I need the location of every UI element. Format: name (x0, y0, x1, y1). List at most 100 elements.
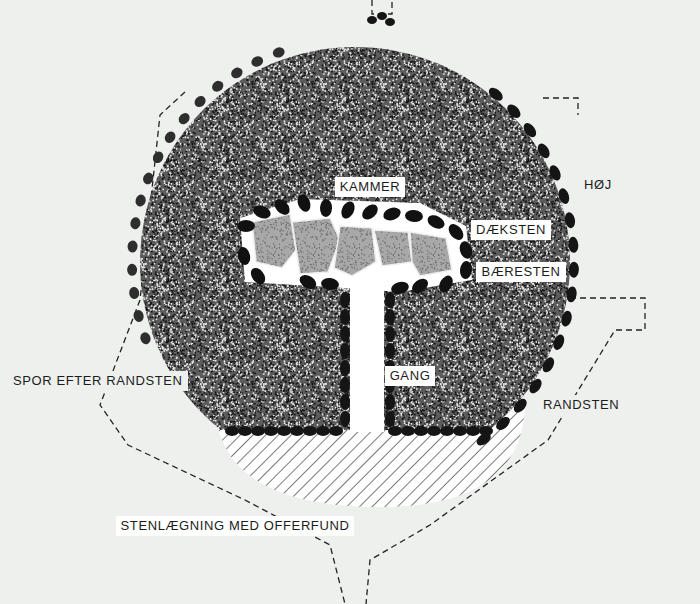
part-label: BÆRESTEN (476, 262, 565, 282)
stone (377, 12, 387, 20)
stone (458, 240, 475, 261)
stone (192, 94, 208, 110)
stone (238, 426, 252, 436)
stone (134, 193, 147, 207)
stone (295, 192, 313, 213)
stone (251, 426, 265, 436)
stone (390, 280, 410, 296)
stone (479, 426, 493, 436)
stone (436, 273, 455, 295)
stone (505, 102, 523, 120)
part-label: GANG (385, 366, 436, 386)
stone (251, 203, 272, 221)
stones (127, 12, 579, 448)
stone (248, 265, 268, 287)
stone (405, 209, 424, 222)
stone (440, 426, 454, 436)
stone (385, 326, 395, 342)
stone (414, 426, 428, 436)
stone (388, 426, 402, 436)
stone (340, 411, 350, 427)
stone (560, 310, 574, 328)
stone (385, 18, 395, 26)
stone (401, 426, 415, 436)
part-label: STENLÆGNING MED OFFERFUND (116, 516, 355, 536)
stone (340, 394, 350, 410)
stone (385, 411, 395, 427)
stone (385, 343, 395, 359)
stone (225, 426, 239, 436)
stone (466, 426, 480, 436)
chamber-floor (240, 199, 472, 292)
stone (290, 426, 304, 436)
stone (340, 343, 350, 359)
stone (446, 221, 467, 243)
stone (340, 326, 350, 342)
stone (453, 426, 467, 436)
stone (229, 65, 244, 80)
stone (151, 150, 165, 165)
stone (359, 202, 380, 223)
stone (494, 414, 513, 432)
mound (140, 47, 570, 430)
stone (340, 377, 350, 393)
part-label: SPOR EFTER RANDSTEN (8, 371, 188, 391)
stone (127, 264, 137, 276)
stone (557, 187, 571, 205)
stone (385, 394, 395, 410)
passage-floor (350, 285, 384, 432)
stone (163, 130, 178, 146)
part-label: DÆKSTEN (471, 220, 551, 240)
stone (132, 309, 145, 323)
stone (367, 16, 377, 24)
stone (340, 292, 350, 308)
stone (340, 360, 350, 376)
stone (141, 171, 155, 186)
stone (540, 355, 556, 374)
stone (128, 286, 140, 299)
stone (139, 331, 153, 346)
stone (271, 196, 292, 217)
stone (425, 213, 446, 232)
part-label: KAMMER (335, 177, 406, 197)
stone (176, 111, 191, 127)
stone (382, 205, 403, 222)
stone (237, 220, 255, 232)
stone (459, 260, 473, 279)
stone (340, 309, 350, 325)
stone (521, 121, 539, 140)
stone (427, 426, 441, 436)
stone (511, 396, 529, 415)
stone (271, 46, 286, 60)
stone (250, 54, 265, 68)
stone (277, 426, 291, 436)
stone (297, 272, 319, 292)
stone (568, 236, 579, 253)
stone (535, 141, 552, 160)
part-label: HØJ (579, 175, 617, 195)
stone (339, 199, 357, 220)
stone (527, 377, 544, 396)
stone (385, 292, 395, 308)
stone (320, 199, 333, 217)
stone (236, 246, 252, 266)
stone (564, 211, 577, 229)
stone (316, 426, 330, 436)
stone (547, 164, 563, 183)
stone (329, 426, 343, 436)
stone (210, 79, 226, 94)
part-label: RANDSTEN (538, 395, 624, 415)
stone (385, 309, 395, 325)
stone (127, 240, 138, 253)
stone (129, 216, 141, 230)
stone (486, 85, 505, 103)
stone (565, 286, 577, 303)
stone (264, 426, 278, 436)
stone (409, 276, 431, 297)
capstones (252, 214, 452, 276)
stone (303, 426, 317, 436)
stone (551, 333, 566, 352)
stone (320, 277, 339, 291)
boundary-dashes (100, 0, 645, 604)
